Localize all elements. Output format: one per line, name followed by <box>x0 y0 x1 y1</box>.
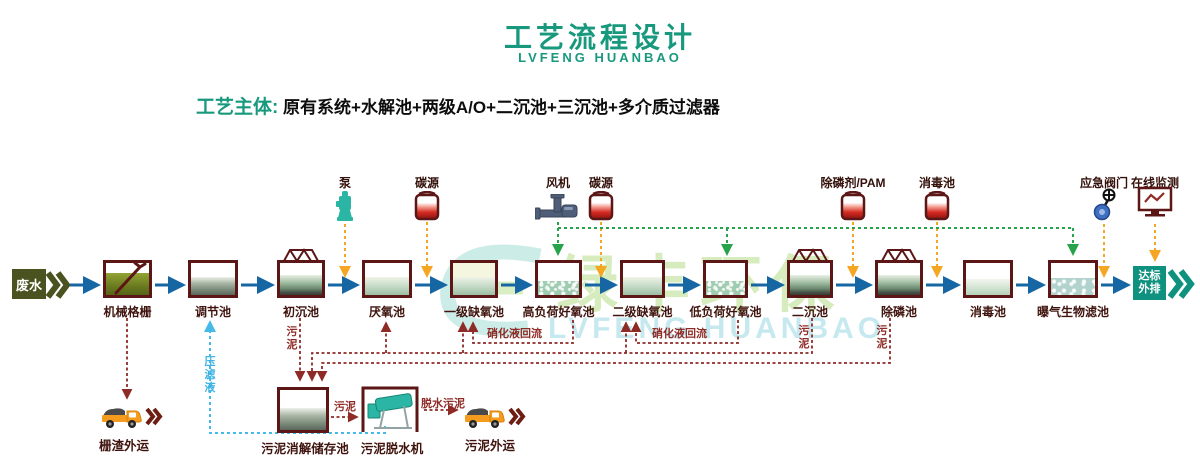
dewatered-sludge-label: 脱水污泥 <box>421 398 465 410</box>
tank-label: 曝气生物滤池 <box>1036 305 1109 319</box>
page-subtitle: LVFENG HUANBAO <box>518 50 682 65</box>
tank-fill <box>878 275 920 295</box>
tank-fill <box>966 279 1010 295</box>
tank-box <box>1048 260 1098 298</box>
sludge-line-label: 污泥 <box>286 326 298 351</box>
tank-label: 厌氧池 <box>368 305 405 319</box>
tank-fill <box>623 277 662 295</box>
tank-fill <box>280 275 322 295</box>
filtrate-line-label: 压滤液 <box>204 356 216 394</box>
tank-box <box>362 260 412 298</box>
tank-fill <box>280 408 326 430</box>
valve-icon <box>1089 188 1119 227</box>
truck-icon <box>465 408 505 428</box>
tank-label: 消毒池 <box>969 305 1006 319</box>
truck-icon <box>102 408 142 428</box>
outfall-line1: 达标 <box>1138 270 1161 282</box>
sludge-line-label: 污泥 <box>334 401 356 413</box>
tank-label: 调节池 <box>194 305 231 319</box>
tank-label: 机械格栅 <box>103 305 152 319</box>
outfall-line2: 外排 <box>1138 283 1161 295</box>
pump-icon <box>335 188 355 227</box>
tank-fill <box>706 280 745 295</box>
tank-label: 高负荷好氧池 <box>522 305 595 319</box>
tank-box <box>277 248 325 298</box>
sludge-storage-label: 污泥消解储存池 <box>261 442 349 456</box>
nitrate-return-label: 硝化液回流 <box>652 328 707 340</box>
chevron-start-icon <box>46 271 70 299</box>
pump-label: 泵 <box>338 176 351 190</box>
tank-fill <box>453 277 495 295</box>
chevron-truck-icon <box>508 407 526 426</box>
chevron-end-icon <box>1168 269 1195 299</box>
jar-icon <box>587 190 615 226</box>
dewater-machine-icon <box>361 386 419 432</box>
tank-box <box>103 260 152 298</box>
sludge-line-label: 污泥 <box>798 325 810 350</box>
valve-label: 应急阀门 <box>1079 176 1128 190</box>
tank-label: 一级缺氧池 <box>443 305 504 319</box>
monitor-icon <box>1137 186 1173 225</box>
screenings-out-label: 栅渣外运 <box>98 439 149 453</box>
jar-label: 碳源 <box>414 176 439 190</box>
page-title: 工艺流程设计 <box>503 22 696 53</box>
tank-box <box>535 260 582 298</box>
tank-fill <box>1051 278 1095 295</box>
dewater-machine-label: 污泥脱水机 <box>360 442 424 456</box>
blower-label: 风机 <box>545 176 570 190</box>
sludge-out-label: 污泥外运 <box>464 439 515 453</box>
tank-box <box>787 248 833 298</box>
tank-label: 除磷池 <box>880 305 917 319</box>
subject-label: 工艺主体: <box>196 97 279 118</box>
tank-box <box>703 260 748 298</box>
monitor-label: 在线监测 <box>1130 176 1179 190</box>
wastewater-box: 废水 <box>12 269 46 299</box>
outfall-box: 达标 外排 <box>1133 266 1166 300</box>
jar-label: 除磷剂/PAM <box>820 176 886 190</box>
jar-icon <box>839 190 867 226</box>
tank-fill <box>191 277 235 295</box>
tank-box <box>450 260 498 298</box>
nitrate-return-label: 硝化液回流 <box>487 328 542 340</box>
jar-icon <box>923 190 951 226</box>
jar-label: 碳源 <box>588 176 613 190</box>
chevron-truck-icon <box>145 407 163 426</box>
tank-fill <box>538 280 579 295</box>
tank-label: 二级缺氧池 <box>612 305 673 319</box>
tank-box <box>188 260 238 298</box>
tank-label: 二沉池 <box>791 305 828 319</box>
tank-fill <box>790 275 830 295</box>
jar-icon <box>413 190 441 226</box>
tank-fill <box>365 277 409 295</box>
blower-icon <box>534 193 581 227</box>
sludge-line-label: 污泥 <box>876 325 888 350</box>
tank-box <box>875 248 923 298</box>
subject-text: 原有系统+水解池+两级A/O+二沉池+三沉池+多介质过滤器 <box>278 98 720 117</box>
tank-label: 低负荷好氧池 <box>689 305 762 319</box>
jar-label: 消毒池 <box>918 176 955 190</box>
tank-box <box>963 260 1013 298</box>
tank-box <box>620 260 665 298</box>
tank-fill <box>106 272 149 295</box>
sludge-storage-tank <box>277 387 329 433</box>
process-subject-line: 工艺主体: 原有系统+水解池+两级A/O+二沉池+三沉池+多介质过滤器 <box>196 92 720 119</box>
tank-label: 初沉池 <box>282 305 319 319</box>
